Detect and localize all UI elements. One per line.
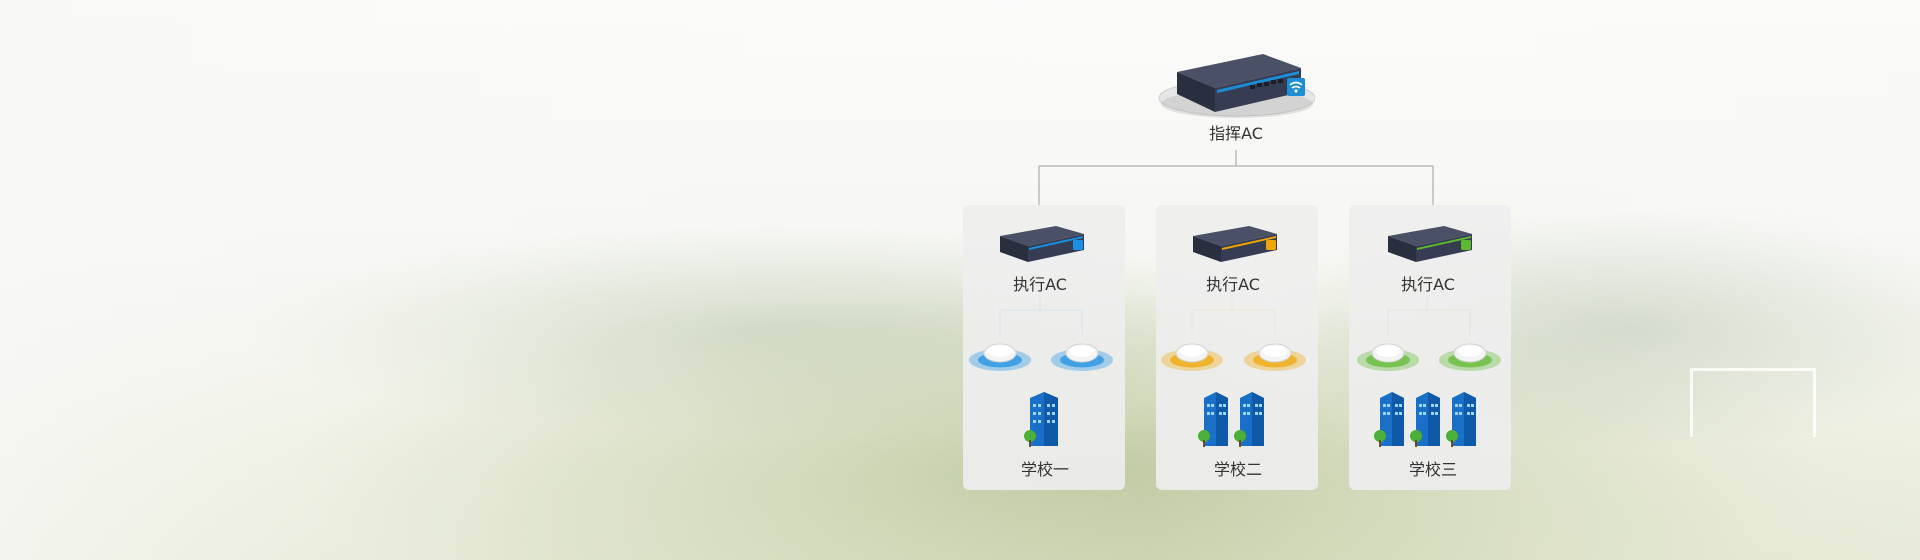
wireless-ap-2a-icon xyxy=(1161,343,1223,371)
execution-ac-3-icon xyxy=(1388,226,1472,262)
command-ac-device-icon xyxy=(1158,54,1315,118)
wireless-ap-3a-icon xyxy=(1357,343,1419,371)
school-building-3-icon xyxy=(1374,392,1476,447)
school-building-1-icon xyxy=(1024,392,1058,447)
wireless-ap-1a-icon xyxy=(969,343,1031,371)
wireless-ap-3b-icon xyxy=(1439,343,1501,371)
wireless-ap-2b-icon xyxy=(1244,343,1306,371)
school-1-label: 学校一 xyxy=(1020,460,1069,479)
execution-ac-2-label: 执行AC xyxy=(1206,275,1260,294)
school-building-2-icon xyxy=(1198,392,1264,447)
execution-ac-3-label: 执行AC xyxy=(1401,275,1455,294)
soccer-goal xyxy=(1690,368,1816,437)
school-2-label: 学校二 xyxy=(1213,460,1262,479)
execution-ac-1-label: 执行AC xyxy=(1013,275,1067,294)
execution-ac-1-icon xyxy=(1000,226,1084,262)
wireless-ap-1b-icon xyxy=(1051,343,1113,371)
execution-ac-2-icon xyxy=(1193,226,1277,262)
root-connector xyxy=(1038,150,1434,206)
command-ac-label: 指挥AC xyxy=(1209,124,1263,143)
school-3-label: 学校三 xyxy=(1408,460,1457,479)
